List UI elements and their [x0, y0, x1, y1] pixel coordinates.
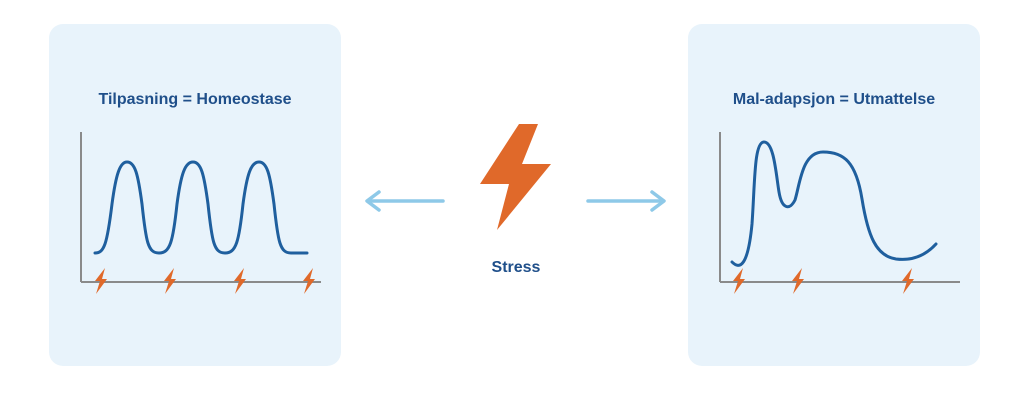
arrow-right-icon — [586, 190, 666, 212]
exhaustion-curve — [730, 140, 938, 267]
stress-bolt-icon — [902, 268, 914, 294]
stress-bolt-icon — [733, 268, 745, 294]
panel-title: Mal-adapsjon = Utmattelse — [732, 91, 936, 108]
stress-bolt-icon — [792, 268, 804, 294]
stress-bolt-icon — [164, 268, 176, 294]
stress-bolt-icon — [234, 268, 246, 294]
exhaustion-graph — [719, 132, 960, 294]
stress-bolt-icon — [303, 268, 315, 294]
homeostasis-graph — [80, 132, 321, 294]
stress-bolt-icon — [95, 268, 107, 294]
homeostasis-panel: Tilpasning = Homeostase — [49, 24, 341, 366]
lightning-bolt-icon — [480, 124, 551, 230]
stress-label: Stress — [491, 259, 541, 276]
homeostasis-curve — [93, 160, 309, 255]
arrow-left-icon — [365, 190, 445, 212]
panel-title: Tilpasning = Homeostase — [98, 91, 292, 108]
exhaustion-panel: Mal-adapsjon = Utmattelse — [688, 24, 980, 366]
